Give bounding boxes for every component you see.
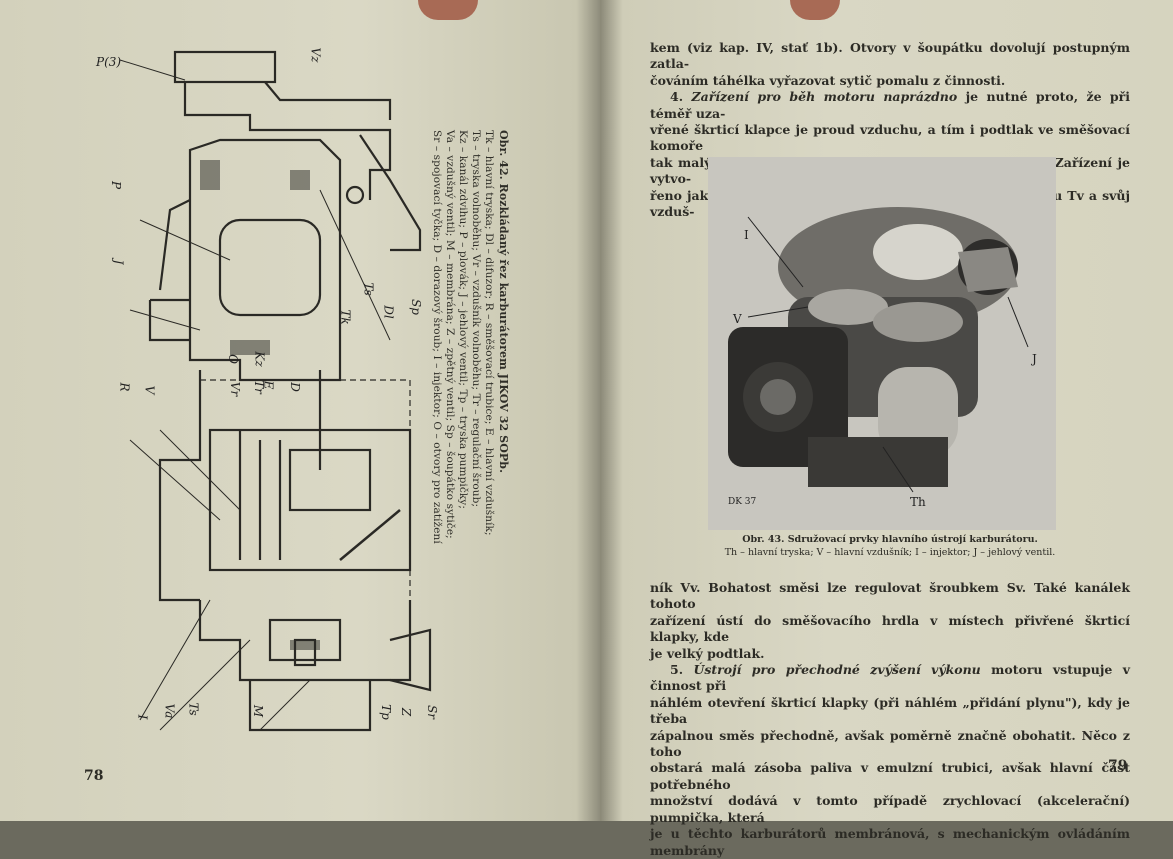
photo-caption-line: Th – hlavní tryska; V – hlavní vzdušník;… bbox=[724, 547, 1056, 558]
caption-line: Sr – spojovací tyčka; D – dorazový šroub… bbox=[431, 130, 443, 544]
text-line: vřené škrticí klapce je proud vzduchu, a… bbox=[650, 122, 1130, 154]
fig-label: D bbox=[287, 382, 302, 392]
photo-label: I bbox=[744, 228, 749, 242]
fig-label: M bbox=[251, 704, 266, 718]
text-line: zařízení ústí do směšovacího hrdla v mís… bbox=[650, 612, 1130, 645]
fig-label: Kz bbox=[252, 351, 267, 367]
fig-label: Tk bbox=[338, 309, 353, 325]
fig-label: Vr bbox=[228, 381, 243, 397]
photo-label: V bbox=[733, 312, 742, 326]
fig-label: E bbox=[261, 380, 276, 390]
fig-label: Dl bbox=[381, 305, 396, 319]
text-line: 5. Ústrojí pro přechodné zvýšení výkonu … bbox=[650, 662, 1130, 695]
fig-label: O bbox=[225, 354, 240, 364]
fig-label: Sr bbox=[424, 705, 439, 719]
carburettor-section-drawing bbox=[119, 50, 432, 732]
figure-42-caption: Obr. 42. Rozkládaný řez karburátorem JIK… bbox=[430, 130, 510, 630]
text-line: je velký podtlak. bbox=[650, 645, 765, 661]
finger-left bbox=[418, 0, 478, 20]
fig-label: V bbox=[142, 385, 157, 395]
photo-label: Th bbox=[910, 495, 926, 509]
fig-label: Vz bbox=[308, 47, 323, 63]
left-page: P(3) Vz P J R V Vr O Tr Kz E D Tk Ts Dl … bbox=[0, 0, 600, 821]
caption-line: Va – vzdušný ventil; M – membrána; Z – z… bbox=[444, 130, 456, 539]
page-number-left: 78 bbox=[84, 768, 104, 784]
caption-line: Kz – kanál zdvihu; P – plovák; J – jehlo… bbox=[457, 130, 469, 509]
paragraph-bottom: ník Vv. Bohatost směsi lze regulovat šro… bbox=[650, 580, 1130, 859]
para-italic: Zařízení pro běh motoru naprázdno bbox=[691, 89, 958, 105]
page-number-right: 79 bbox=[1108, 758, 1128, 774]
photo-caption-title: Obr. 43. Sdružovací prvky hlavního ústro… bbox=[742, 534, 1038, 545]
caption-title: Obr. 42. Rozkládaný řez karburátorem JIK… bbox=[497, 130, 510, 474]
text-line: je u těchto karburátorů membránová, s me… bbox=[650, 826, 1130, 858]
fig-label: Ts bbox=[361, 282, 376, 296]
fig-label: Z bbox=[399, 707, 414, 717]
text-line: kem (viz kap. IV, stať 1b). Otvory v šou… bbox=[650, 40, 1130, 72]
photo-label: J bbox=[1032, 352, 1037, 366]
text-span: je nutné proto, že při téměř uza- bbox=[650, 89, 1131, 121]
text-line: ník Vv. Bohatost směsi lze regulovat šro… bbox=[650, 580, 1130, 612]
para-lead: 4. bbox=[670, 89, 692, 105]
fig-label: J bbox=[111, 259, 126, 265]
fig-label: Tp bbox=[378, 704, 393, 720]
caption-line: Ts – tryska volnoběhu; Vr – vzdušník vol… bbox=[470, 130, 482, 508]
fig-label: Va bbox=[162, 703, 177, 719]
text-line: zápalnou směs přechodně, avšak poměrně z… bbox=[650, 727, 1130, 760]
carburettor-photo bbox=[708, 157, 1056, 530]
fig-label: R bbox=[117, 382, 132, 392]
caption-line: Tk – hlavní tryska; Dl – difuzor; R – sm… bbox=[483, 130, 495, 536]
text-line: náhlém otevření škrticí klapky (při náhl… bbox=[650, 694, 1130, 727]
fig-label: I bbox=[135, 714, 150, 720]
photo-label: DK 37 bbox=[728, 497, 757, 507]
fig-label: Ts bbox=[186, 702, 201, 716]
figure-43-caption: Obr. 43. Sdružovací prvky hlavního ústro… bbox=[660, 533, 1120, 559]
para-italic: Ústrojí pro přechodné zvýšení výkonu bbox=[693, 662, 981, 678]
fig-label: Sp bbox=[408, 299, 423, 315]
para-lead: 5. bbox=[670, 662, 694, 678]
fig-label: P bbox=[109, 180, 124, 190]
text-line: 4. Zařízení pro běh motoru naprázdno je … bbox=[650, 89, 1130, 122]
finger-right bbox=[790, 0, 840, 20]
photo-illustration bbox=[708, 157, 1056, 530]
fig-label: P(3) bbox=[96, 55, 122, 69]
text-span: motoru vstupuje v činnost při bbox=[650, 662, 1130, 694]
text-line: čováním táhélka vyřazovat sytič pomalu z… bbox=[650, 72, 1006, 88]
text-line: množství dodává v tomto případě zrychlov… bbox=[650, 793, 1130, 825]
text-line: obstará malá zásoba paliva v emulzní tru… bbox=[650, 760, 1130, 792]
